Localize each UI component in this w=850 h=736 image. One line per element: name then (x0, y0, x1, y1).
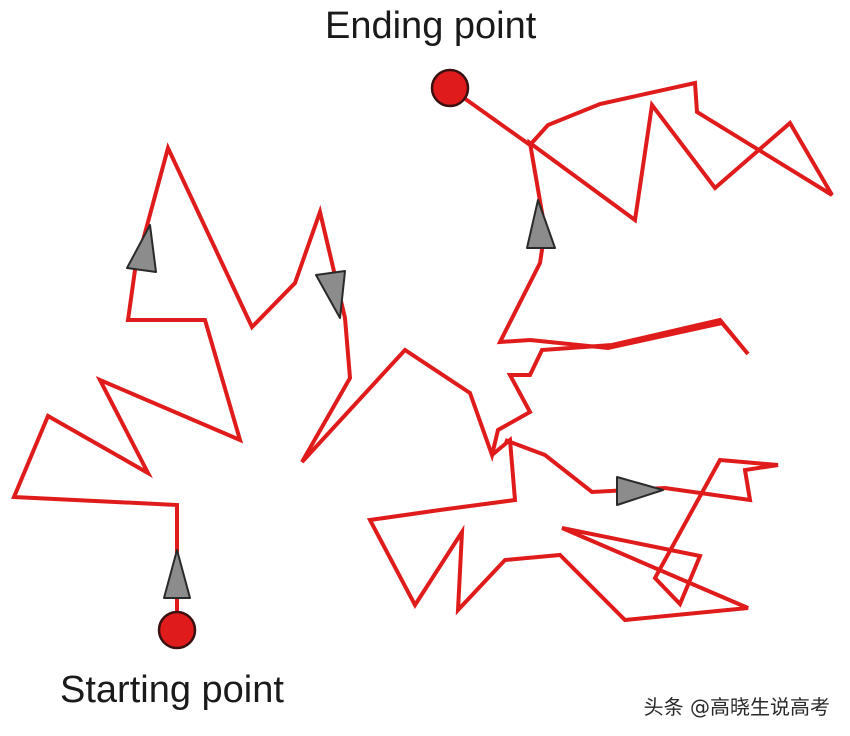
direction-arrow-right-lower (616, 476, 664, 506)
direction-arrow-up-left (126, 224, 157, 273)
random-walk-path (11, 80, 834, 630)
ending-point-label: Ending point (325, 5, 537, 47)
watermark-text: 头条 @高晓生说高考 (643, 695, 830, 719)
starting-point-dot (157, 610, 197, 650)
starting-point-label: Starting point (60, 669, 284, 711)
direction-arrow-down-middle (315, 270, 346, 319)
direction-arrow-up-right (526, 199, 556, 249)
random-walk-path-lower (366, 436, 779, 623)
ending-point-dot (430, 68, 470, 108)
direction-arrow-up-start (163, 549, 191, 599)
